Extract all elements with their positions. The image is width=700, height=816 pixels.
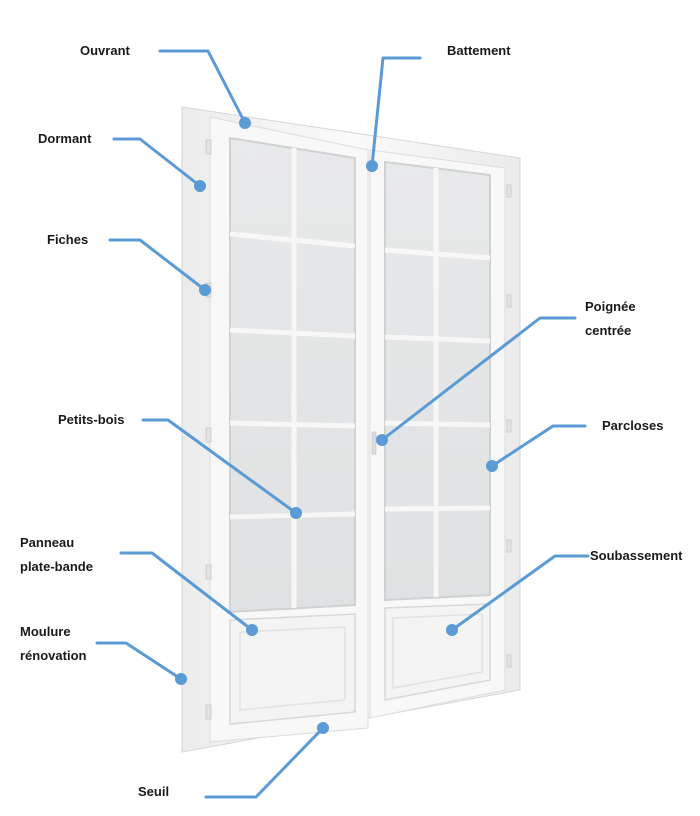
dot-ouvrant: [239, 117, 251, 129]
dot-parcloses: [486, 460, 498, 472]
dot-moulure: [175, 673, 187, 685]
label-poignee-line2: centrée: [585, 323, 632, 338]
left-panel-inner: [239, 626, 346, 711]
label-panneau: Panneau plate-bande: [20, 531, 93, 579]
left-panel: [229, 613, 356, 725]
leader-poignee: [380, 316, 577, 442]
label-fiches: Fiches: [47, 232, 89, 247]
label-panneau-line1: Panneau: [20, 535, 75, 550]
leader-moulure: [95, 641, 183, 681]
label-ouvrant: Ouvrant: [80, 43, 130, 58]
leader-soubassement: [450, 554, 590, 632]
leader-ouvrant: [158, 49, 247, 125]
leader-petits-bois: [141, 418, 298, 515]
label-panneau-line2: plate-bande: [20, 559, 93, 574]
label-moulure: Moulure rénovation: [20, 620, 86, 668]
label-seuil: Seuil: [138, 784, 170, 799]
label-poignee: Poignée centrée: [585, 295, 636, 343]
leader-battement: [370, 56, 422, 168]
label-dormant: Dormant: [38, 131, 92, 146]
leader-dots: [175, 117, 498, 734]
dot-fiches: [199, 284, 211, 296]
leader-panneau: [119, 551, 254, 632]
leader-parcloses: [490, 424, 587, 468]
dot-petits-bois: [290, 507, 302, 519]
right-panel-inner: [392, 613, 483, 689]
label-soubassement: Soubassement: [590, 548, 683, 563]
leader-dormant: [112, 137, 202, 188]
dot-panneau: [246, 624, 258, 636]
label-moulure-line2: rénovation: [20, 648, 87, 663]
leader-seuil: [204, 726, 325, 799]
left-petits-bois: [229, 148, 356, 608]
dot-seuil: [317, 722, 329, 734]
label-poignee-line1: Poignée: [585, 299, 636, 314]
label-parcloses: Parcloses: [602, 418, 664, 433]
label-moulure-line1: Moulure: [20, 624, 71, 639]
label-battement: Battement: [447, 43, 511, 58]
label-petits-bois: Petits-bois: [58, 412, 125, 427]
dot-poignee: [376, 434, 388, 446]
leader-lines: [95, 49, 590, 799]
dot-soubassement: [446, 624, 458, 636]
leader-fiches: [108, 238, 207, 292]
dot-dormant: [194, 180, 206, 192]
dot-battement: [366, 160, 378, 172]
